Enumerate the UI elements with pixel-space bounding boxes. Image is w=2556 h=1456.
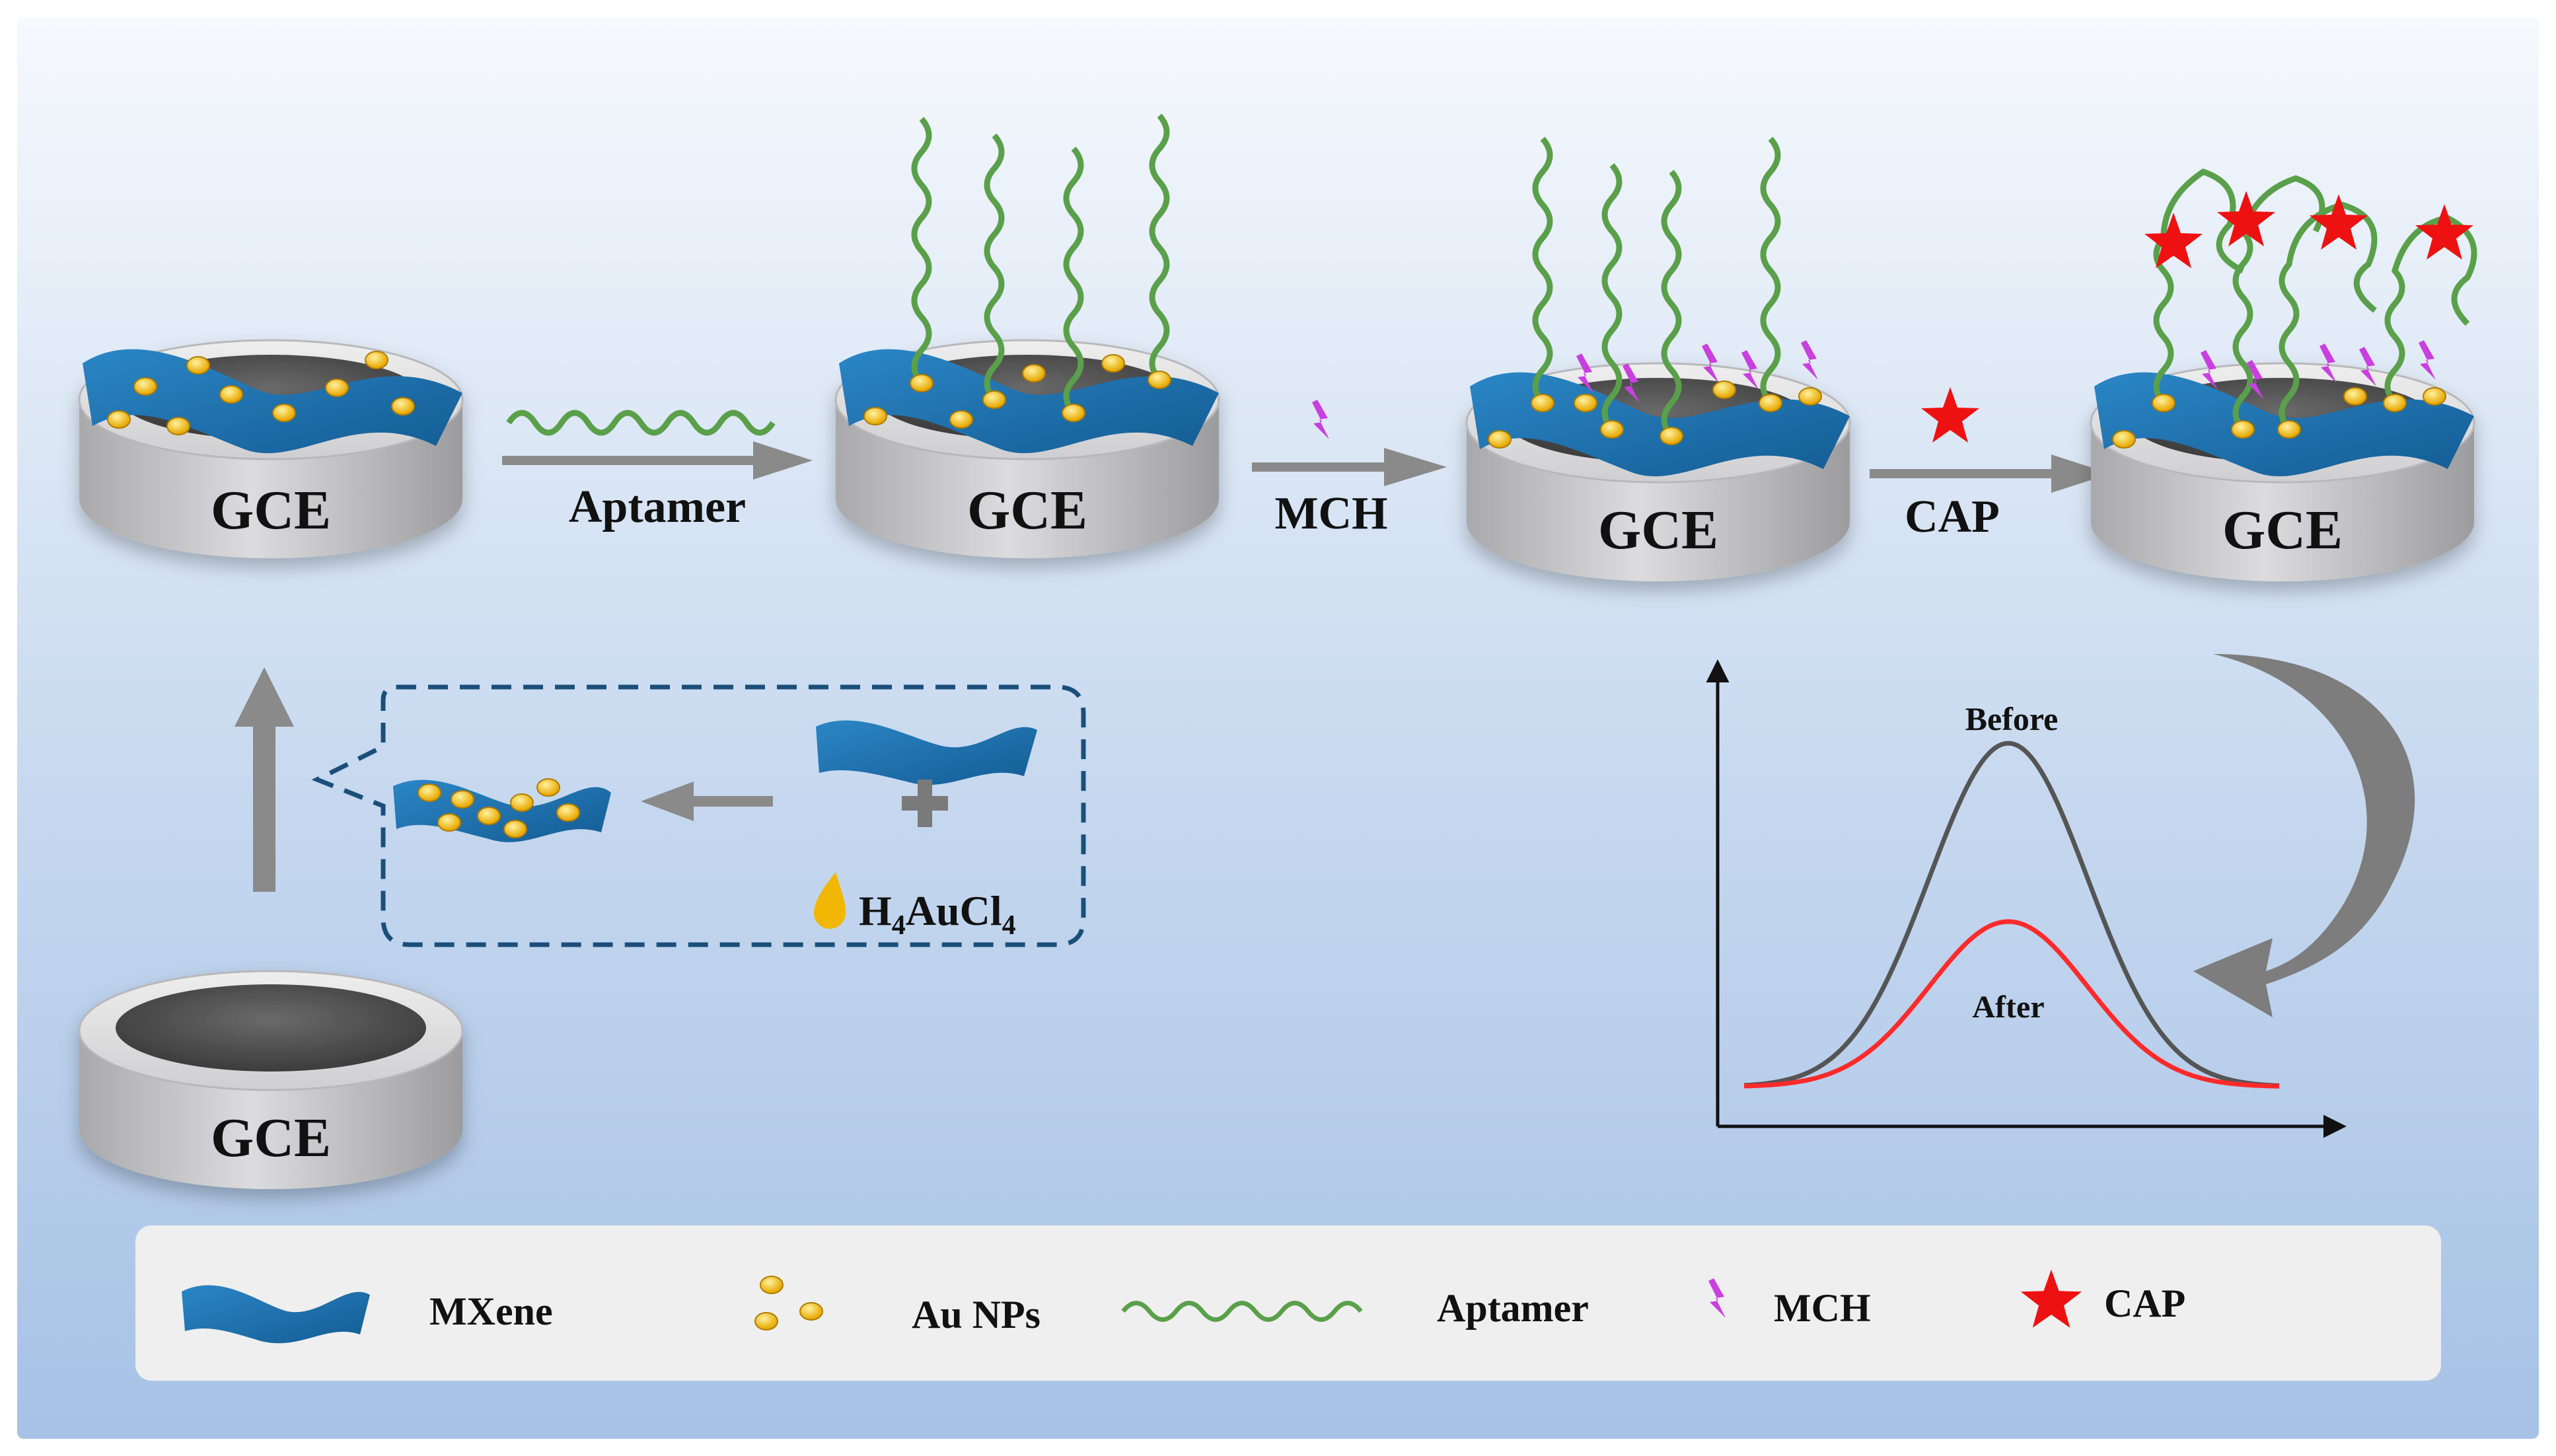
step-label-mch: MCH	[1274, 488, 1387, 539]
step-label-aptamer: Aptamer	[569, 482, 746, 532]
electrode-label-bare: GCE	[211, 1107, 331, 1169]
reagent-formula: H4AuCl4	[859, 887, 1016, 941]
legend-aptamer-label: Aptamer	[1437, 1286, 1589, 1330]
electrode-label-3: GCE	[1598, 499, 1718, 561]
legend-aptamer-icon	[1121, 1301, 1363, 1322]
legend-au-label: Au NPs	[912, 1293, 1041, 1336]
legend-mxene-icon	[182, 1285, 370, 1344]
arrow-cap	[1870, 455, 2111, 493]
legend-cap-label: CAP	[2104, 1282, 2185, 1325]
arrow-aptamer	[502, 441, 813, 480]
curve-after	[1743, 919, 2280, 1089]
curve-before	[1743, 741, 2280, 1088]
plus-icon	[902, 780, 948, 827]
electrode-label-4: GCE	[2222, 499, 2343, 561]
step-label-cap: CAP	[1905, 491, 2000, 542]
gold-drop-icon	[814, 872, 846, 929]
legend-mch-label: MCH	[1774, 1286, 1871, 1330]
mxene-au-composite	[393, 778, 611, 842]
aptamer-strands	[911, 114, 1170, 415]
mxene-sheet-3	[1470, 137, 1850, 477]
aptamer-strand-icon	[506, 410, 776, 436]
curved-arrow	[2193, 654, 2415, 1017]
arrow-up	[235, 667, 294, 892]
signal-plot: Before After	[1706, 659, 2347, 1138]
electrode-label-1: GCE	[211, 480, 331, 541]
label-before: Before	[1965, 700, 2059, 737]
aptamer-strands	[1532, 137, 1781, 438]
label-after: After	[1972, 990, 2044, 1025]
inset-dashed-box	[311, 684, 1086, 947]
mxene-sheet-icon	[816, 720, 1037, 785]
background-panel	[17, 17, 2539, 1439]
mxene-sheet-2	[839, 114, 1219, 454]
legend-mxene-label: MXene	[429, 1290, 553, 1333]
arrow-mch	[1252, 448, 1447, 486]
electrode-bare	[78, 970, 464, 1189]
arrow-left	[641, 782, 773, 821]
electrode-label-2: GCE	[967, 480, 1087, 541]
